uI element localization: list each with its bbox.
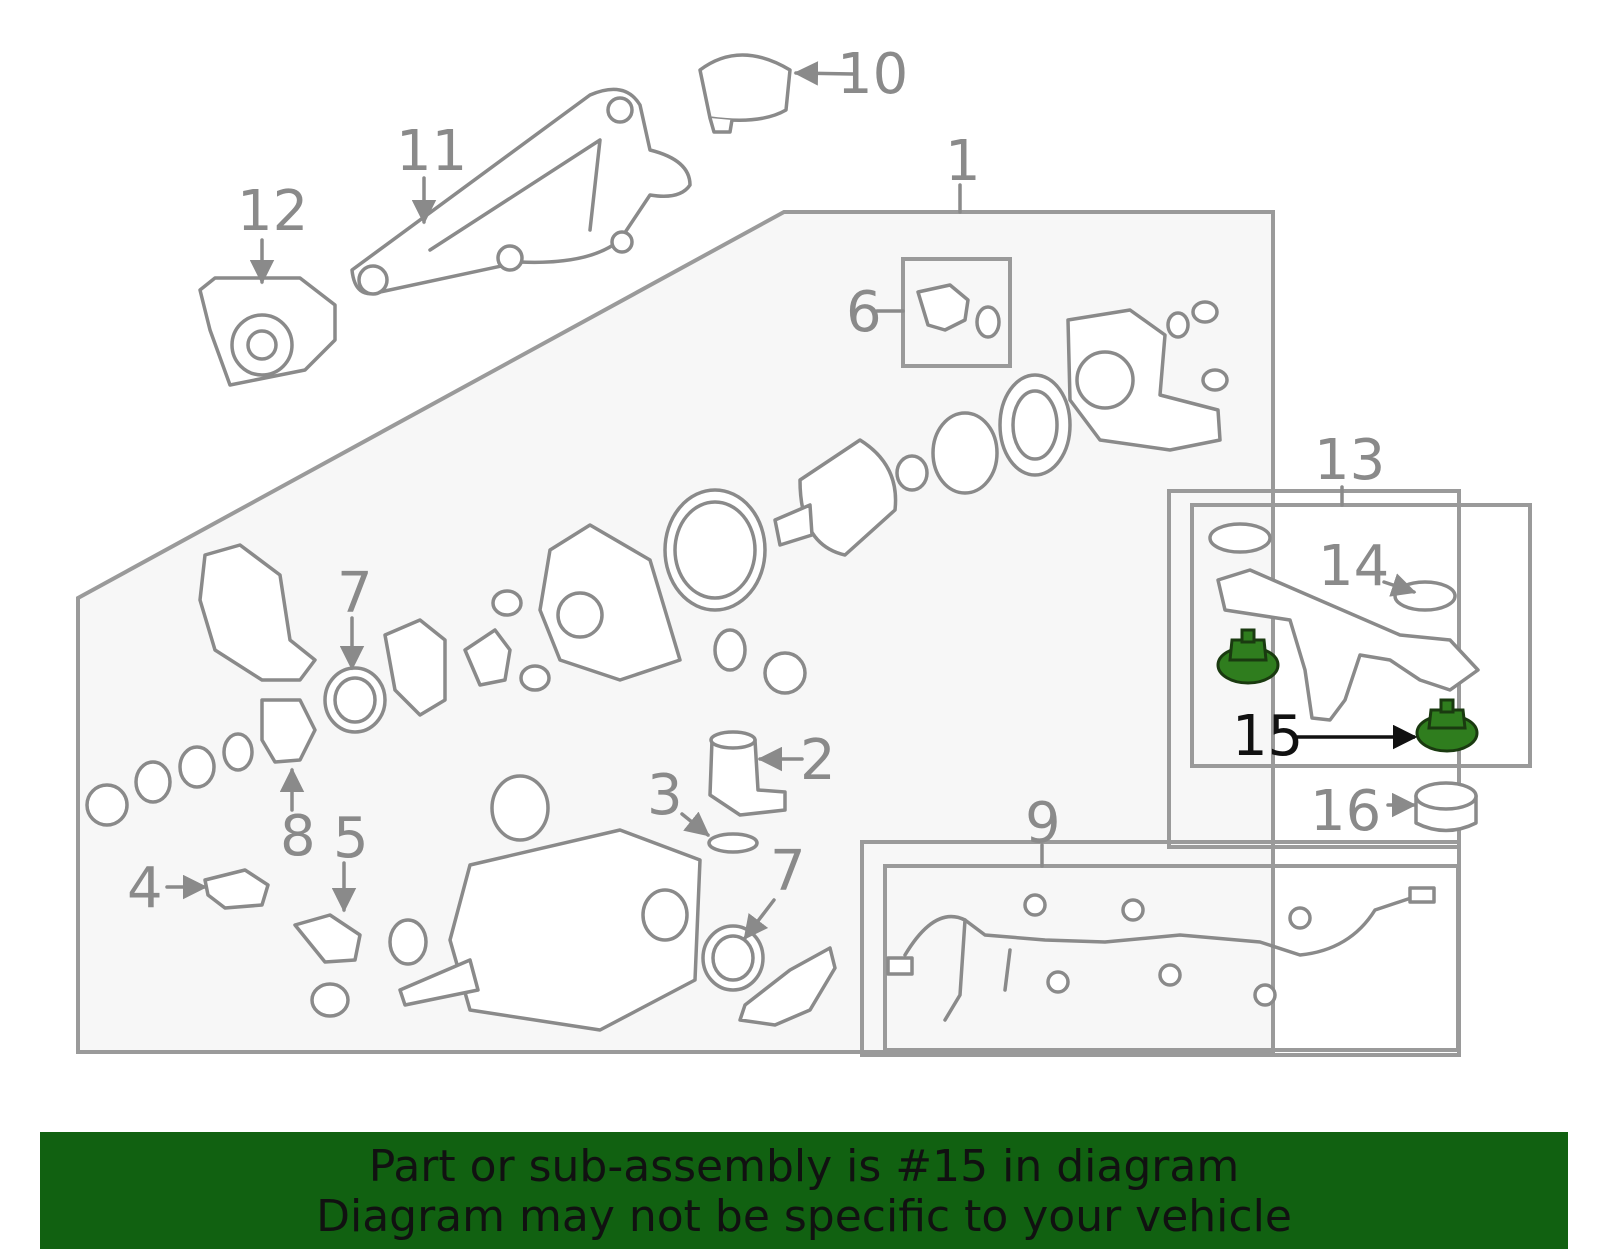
callout-3: 3 xyxy=(647,763,683,828)
callout-7a: 7 xyxy=(337,561,373,626)
callout-2: 2 xyxy=(800,728,836,793)
callout-5: 5 xyxy=(333,806,369,871)
part-6-sensor xyxy=(916,283,1001,339)
callout-11: 11 xyxy=(396,119,467,184)
banner-line-1: Part or sub-assembly is #15 in diagram xyxy=(368,1141,1240,1192)
leader-lines xyxy=(165,61,1418,940)
callout-14: 14 xyxy=(1318,534,1389,599)
assembly-9-outer-box xyxy=(860,840,1461,1057)
callout-6: 6 xyxy=(846,280,882,345)
callout-7b: 7 xyxy=(770,839,806,904)
part-12-mount xyxy=(198,276,337,387)
part-9-harness xyxy=(886,886,1436,1022)
callout-12: 12 xyxy=(237,179,308,244)
callout-8: 8 xyxy=(280,804,316,869)
callout-9: 9 xyxy=(1025,791,1061,856)
part-15-highlighted xyxy=(1216,628,1479,753)
callout-16: 16 xyxy=(1310,779,1381,844)
callout-13: 13 xyxy=(1314,428,1385,493)
banner-line-2: Diagram may not be specific to your vehi… xyxy=(316,1191,1292,1242)
callout-4: 4 xyxy=(127,856,163,921)
callout-1: 1 xyxy=(945,129,981,194)
differential-components xyxy=(85,300,1229,1032)
part-16-bushing xyxy=(1414,781,1478,833)
info-banner: Part or sub-assembly is #15 in diagram D… xyxy=(40,1132,1568,1249)
callout-15: 15 xyxy=(1232,704,1303,769)
part-11-bracket xyxy=(350,87,692,296)
assembly-13-inner-box xyxy=(1190,503,1532,768)
part-10-reservoir xyxy=(698,53,792,134)
callout-10: 10 xyxy=(837,42,908,107)
